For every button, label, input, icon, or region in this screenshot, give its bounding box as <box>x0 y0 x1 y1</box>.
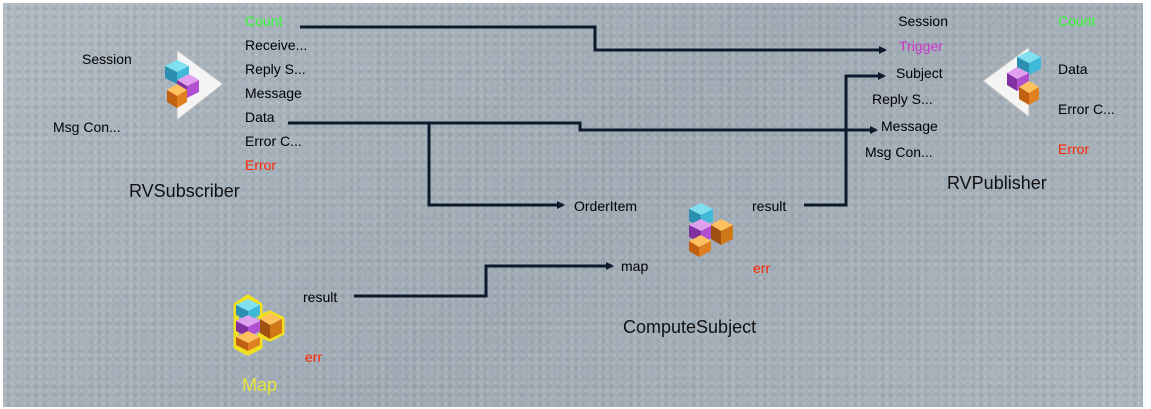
rv-subscriber-reply-output[interactable]: Reply S... <box>245 61 306 77</box>
rv-subscriber-cube-icon[interactable] <box>163 46 227 126</box>
rv-subscriber-msgcon-input[interactable]: Msg Con... <box>53 119 121 135</box>
rv-publisher-msgcon-input[interactable]: Msg Con... <box>865 144 933 160</box>
map-title: Map <box>242 375 278 395</box>
rv-subscriber-receive-output[interactable]: Receive... <box>245 37 308 53</box>
rv-publisher-subject-input[interactable]: Subject <box>896 65 943 81</box>
compute-subject-title: ComputeSubject <box>623 317 757 337</box>
compute-subject-orderitem-input[interactable]: OrderItem <box>574 198 638 214</box>
wire-map-result-to-map[interactable] <box>354 262 614 298</box>
rv-publisher-title: RVPublisher <box>947 173 1047 193</box>
rv-subscriber-errorcode-output[interactable]: Error C... <box>245 133 302 149</box>
wire-data-to-orderitem[interactable] <box>427 123 565 209</box>
rv-subscriber-session-input[interactable]: Session <box>82 51 132 67</box>
map-cube-icon[interactable] <box>230 291 300 357</box>
compute-subject-err-output[interactable]: err <box>753 260 771 276</box>
rv-publisher-reply-input[interactable]: Reply S... <box>872 91 933 107</box>
rv-publisher-error-output[interactable]: Error <box>1058 141 1090 157</box>
rv-subscriber-error-output[interactable]: Error <box>245 157 277 173</box>
connection-wires <box>288 25 887 298</box>
rv-publisher-errorcode-output[interactable]: Error C... <box>1058 101 1115 117</box>
rv-publisher-data-output[interactable]: Data <box>1058 61 1088 77</box>
rv-publisher-message-input[interactable]: Message <box>881 118 938 134</box>
wire-count-to-trigger[interactable] <box>300 25 887 54</box>
rv-publisher-session-input[interactable]: Session <box>898 13 948 29</box>
rv-publisher-cube-icon[interactable] <box>979 43 1043 123</box>
compute-subject-map-input[interactable]: map <box>621 258 649 274</box>
map-result-output[interactable]: result <box>303 289 338 305</box>
compute-subject-result-output[interactable]: result <box>752 198 787 214</box>
wire-data-to-message[interactable] <box>288 121 878 134</box>
rv-subscriber-message-output[interactable]: Message <box>245 85 302 101</box>
rv-subscriber-title: RVSubscriber <box>129 181 240 201</box>
rv-subscriber-count-output[interactable]: Count <box>245 13 283 29</box>
rv-publisher-trigger-input[interactable]: Trigger <box>899 38 943 54</box>
map-err-output[interactable]: err <box>305 349 323 365</box>
wire-result-to-subject[interactable] <box>804 72 886 207</box>
compute-subject-cube-icon[interactable] <box>685 199 747 261</box>
rv-subscriber-data-output[interactable]: Data <box>245 109 275 125</box>
rv-publisher-count-output[interactable]: Count <box>1058 13 1096 29</box>
